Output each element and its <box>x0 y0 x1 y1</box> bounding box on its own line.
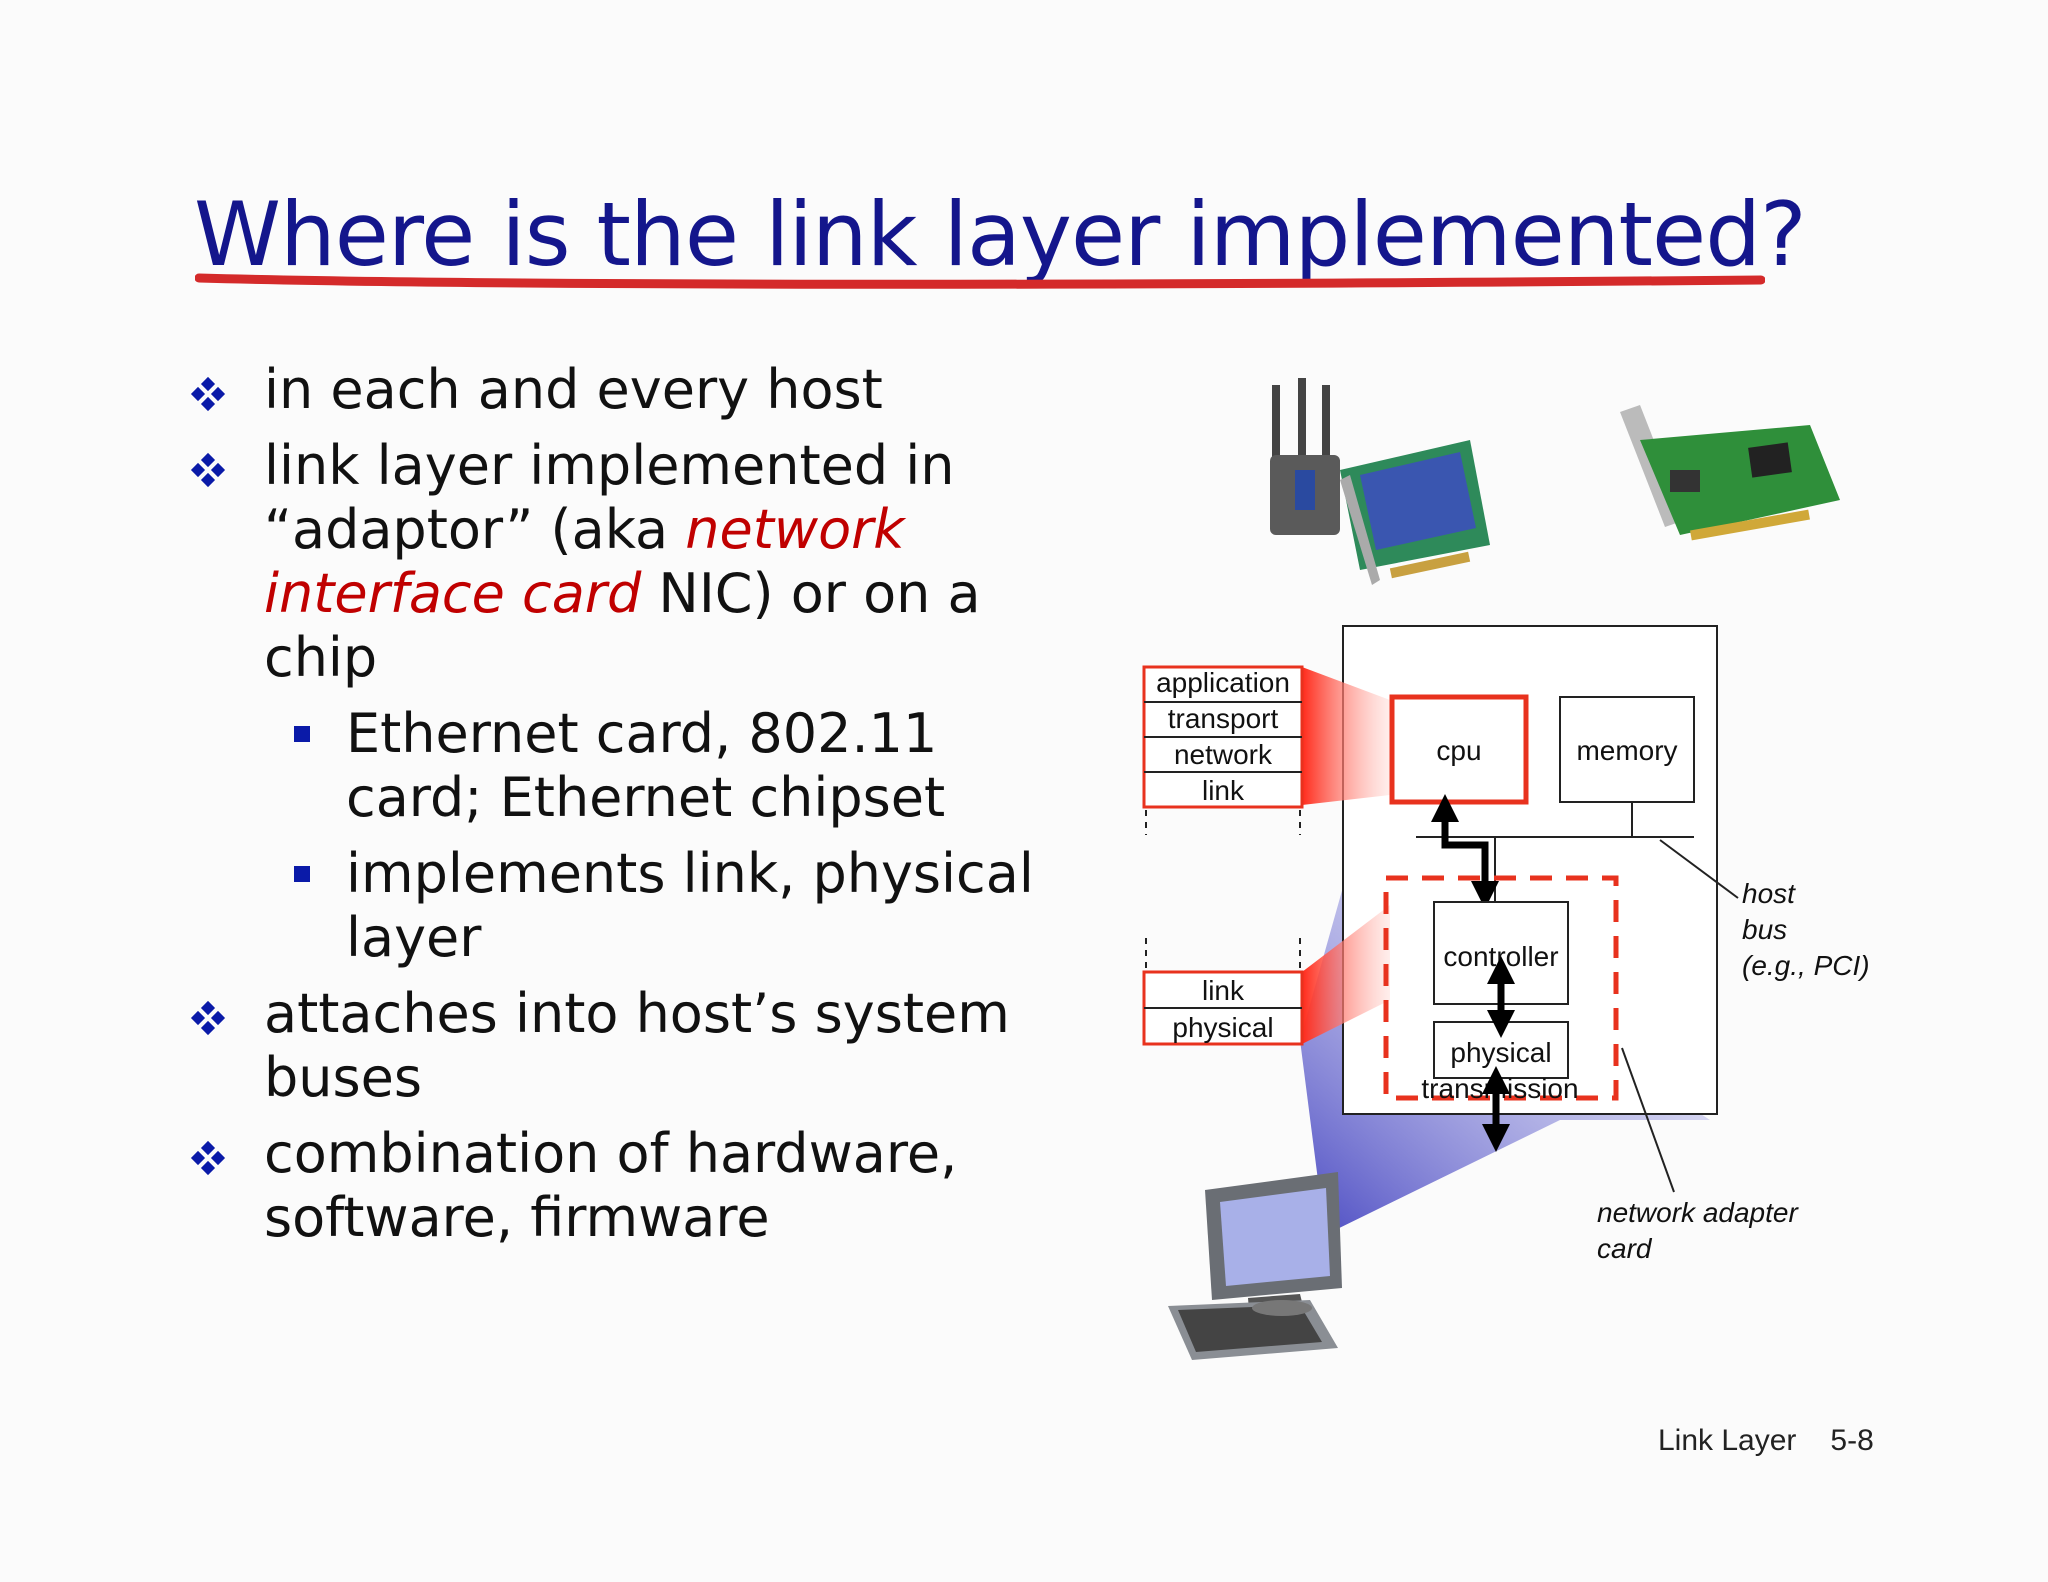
stack-layer-link: link <box>1202 975 1245 1006</box>
bullet-text-pre: link layer implemented in “adaptor” (aka <box>264 434 955 561</box>
ethernet-nic-card-icon <box>1620 405 1840 541</box>
bullet-item: link layer implemented in “adaptor” (aka… <box>190 434 1090 690</box>
bullet-text-post: NIC) or on a chip <box>264 562 981 689</box>
wireless-nic-card-icon <box>1270 378 1490 585</box>
footer-section: Link Layer <box>1658 1424 1797 1457</box>
sub-bullet-item: implements link, physical layer <box>190 842 1090 970</box>
slide-title: Where is the link layer implemented? <box>194 183 1807 286</box>
diamond-bullet-icon <box>190 376 226 412</box>
memory-box <box>1559 696 1695 803</box>
bullet-item: attaches into host’s system buses <box>190 982 1090 1110</box>
sub-bullet-text: implements link, physical layer <box>346 842 1034 969</box>
sub-bullet-text: Ethernet card, 802.11 card; Ethernet chi… <box>346 702 946 829</box>
adapter-card-pointer <box>1621 1047 1675 1193</box>
transmission-label: transmission <box>1421 1073 1578 1104</box>
physical-label: physical <box>1450 1037 1551 1068</box>
network-adapter-box <box>1383 875 1619 1101</box>
cpu-label: cpu <box>1436 735 1481 766</box>
stack-layer-application: application <box>1156 667 1290 698</box>
controller-label: controller <box>1443 941 1558 972</box>
square-bullet-icon <box>294 866 310 882</box>
diamond-bullet-icon <box>190 452 226 488</box>
host-bus-label: host bus (e.g., PCI) <box>1742 878 1870 981</box>
cpu-box <box>1389 694 1529 805</box>
title-underline <box>195 273 1765 289</box>
desktop-computer-icon <box>1168 1172 1342 1360</box>
bullet-item: combination of hardware, software, firmw… <box>190 1122 1090 1250</box>
stack-layer-link: link <box>1202 775 1245 806</box>
diamond-bullet-icon <box>190 1000 226 1036</box>
protocol-stack-top: application transport network link <box>1142 665 1304 970</box>
bullet-item: in each and every host <box>190 358 1090 422</box>
bullet-list: in each and every host link layer implem… <box>190 358 1090 1262</box>
memory-label: memory <box>1576 735 1677 766</box>
bullet-text: in each and every host <box>264 358 883 421</box>
bullet-text: combination of hardware, software, firmw… <box>264 1122 958 1249</box>
square-bullet-icon <box>294 726 310 742</box>
stack-to-cpu-highlight <box>1302 667 1390 805</box>
bullet-text: attaches into host’s system buses <box>264 982 1010 1109</box>
host-bus-pointer <box>1659 839 1739 899</box>
diamond-bullet-icon <box>190 1140 226 1176</box>
stack-layer-physical: physical <box>1172 1012 1273 1043</box>
protocol-stack-bottom: link physical <box>1142 970 1304 1046</box>
adapter-card-label: network adapter card <box>1597 1197 1806 1264</box>
stack-layer-network: network <box>1174 739 1273 770</box>
cpu-controller-arrow <box>1431 794 1499 909</box>
stack-to-controller-highlight <box>1302 905 1390 1044</box>
stack-layer-transport: transport <box>1168 703 1279 734</box>
sub-bullet-item: Ethernet card, 802.11 card; Ethernet chi… <box>190 702 1090 830</box>
footer-page-number: 5-8 <box>1830 1424 1874 1457</box>
bullet-emphasis: network interface card <box>264 498 905 625</box>
slide-footer: Link Layer 5-8 <box>1658 1424 1908 1458</box>
